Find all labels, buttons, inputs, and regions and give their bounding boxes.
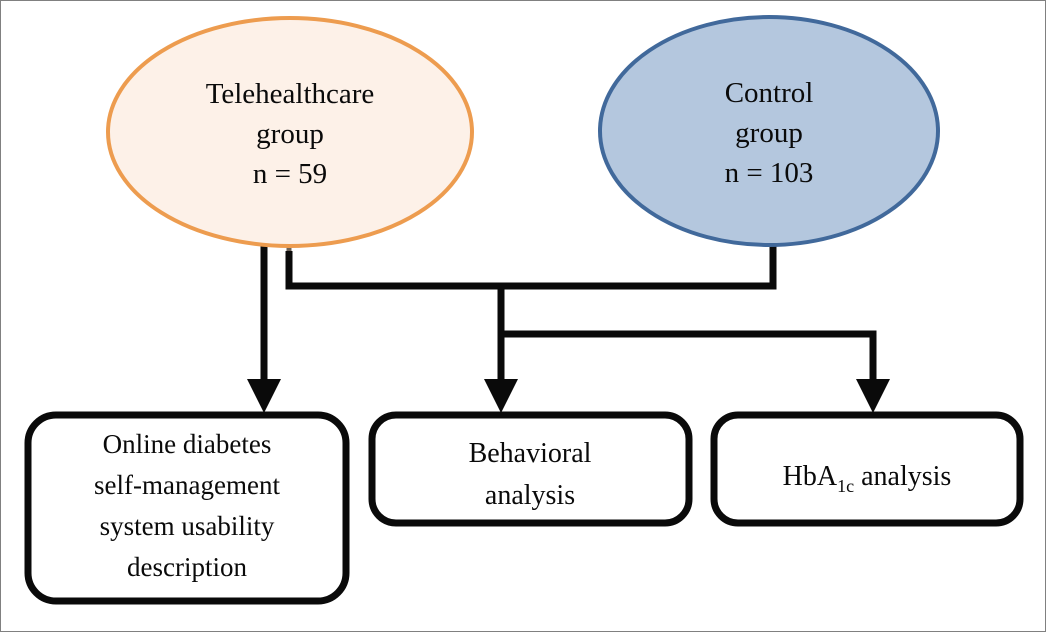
hba1c-box-shape: [710, 411, 1024, 527]
behavioral-line2: analysis: [485, 480, 575, 511]
node-behavioral-box[interactable]: Behavioral analysis: [368, 411, 693, 527]
usability-line1: Online diabetes: [103, 429, 272, 459]
hba1c-suffix: analysis: [854, 461, 951, 492]
node-control-group[interactable]: Control group n = 103: [598, 15, 940, 247]
telehealthcare-line3: n = 59: [253, 158, 327, 190]
telehealthcare-ellipse-shape: [106, 16, 474, 248]
hba1c-prefix: HbA: [783, 461, 838, 492]
arrowhead-usability: [247, 379, 281, 413]
control-ellipse-shape: [598, 15, 940, 247]
arrowhead-hba1c: [856, 379, 890, 413]
control-line2: group: [735, 117, 803, 149]
hba1c-label: HbA1c analysis: [783, 461, 952, 496]
telehealthcare-line2: group: [256, 118, 324, 150]
usability-box-shape: [24, 411, 350, 605]
hba1c-subscript: 1c: [837, 476, 854, 496]
usability-line3: system usability: [100, 511, 275, 541]
connector-telehealth-to-junction: [285, 251, 501, 290]
usability-line4: description: [127, 552, 247, 582]
behavioral-box-shape: [368, 411, 693, 527]
control-line1: Control: [725, 77, 814, 109]
behavioral-line1: Behavioral: [469, 438, 592, 469]
control-line3: n = 103: [725, 157, 814, 189]
node-usability-box[interactable]: Online diabetes self-management system u…: [24, 411, 350, 605]
arrowhead-behavioral: [484, 379, 518, 413]
usability-line2: self-management: [94, 470, 280, 500]
telehealthcare-line1: Telehealthcare: [206, 78, 375, 110]
node-telehealthcare-group[interactable]: Telehealthcare group n = 59: [106, 16, 474, 248]
connector-junction-to-hba1c: [501, 330, 877, 393]
node-hba1c-box[interactable]: HbA1c analysis: [710, 411, 1024, 527]
